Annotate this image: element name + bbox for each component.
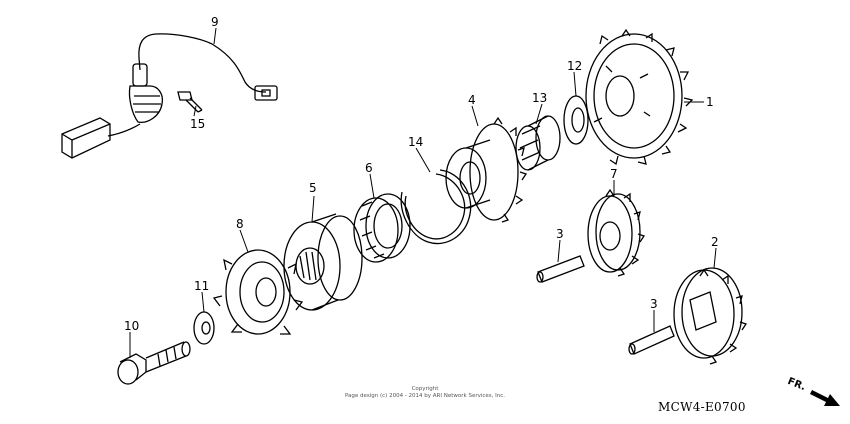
callouts: 9 15 10 11 8 5 6 14 4 13 12 1 7 3 3 2	[124, 15, 719, 333]
part-11-washer	[193, 311, 215, 345]
callout-6: 6	[365, 161, 373, 175]
part-12-thrust-washer	[563, 95, 589, 145]
callout-10: 10	[124, 319, 139, 333]
callout-12: 12	[567, 59, 582, 73]
diagram-code: MCW4-E0700	[658, 400, 746, 414]
callout-8: 8	[236, 217, 244, 231]
part-5-starter-clutch-outer	[283, 213, 363, 311]
callout-14: 14	[408, 135, 423, 149]
part-1-large-gear	[585, 28, 694, 166]
callout-13: 13	[532, 91, 547, 105]
part-9-harness	[61, 33, 278, 159]
callout-5: 5	[309, 181, 317, 195]
copyright-title: Copyright	[411, 386, 439, 392]
callout-9: 9	[211, 15, 219, 29]
callout-11: 11	[194, 279, 209, 293]
part-13-needle-bearing	[515, 115, 561, 171]
callout-1: 1	[706, 95, 714, 109]
part-14-snap-ring	[400, 169, 472, 245]
callout-3-upper: 3	[556, 227, 564, 241]
callout-4: 4	[468, 93, 476, 107]
copyright-text: Page design (c) 2004 - 2014 by ARI Netwo…	[344, 393, 506, 399]
front-arrow-icon	[810, 390, 840, 406]
leader-lines	[129, 27, 717, 358]
part-15-small-bolt	[177, 91, 203, 113]
part-4-starter-driven-gear	[445, 116, 528, 223]
callout-2: 2	[711, 235, 719, 249]
callout-7: 7	[610, 167, 618, 181]
part-2-idler-gear	[673, 267, 748, 365]
part-3-shaft-upper	[536, 255, 585, 283]
part-3-shaft-lower	[628, 325, 675, 355]
front-direction-indicator: FR.	[786, 376, 842, 410]
callout-3-lower: 3	[650, 297, 658, 311]
part-6-one-way-clutch	[353, 193, 411, 263]
copyright-notice: Copyright Page design (c) 2004 - 2014 by…	[300, 386, 550, 400]
part-7-reduction-gear	[587, 188, 646, 277]
callout-15: 15	[190, 117, 205, 131]
part-10-flange-bolt	[117, 341, 191, 385]
